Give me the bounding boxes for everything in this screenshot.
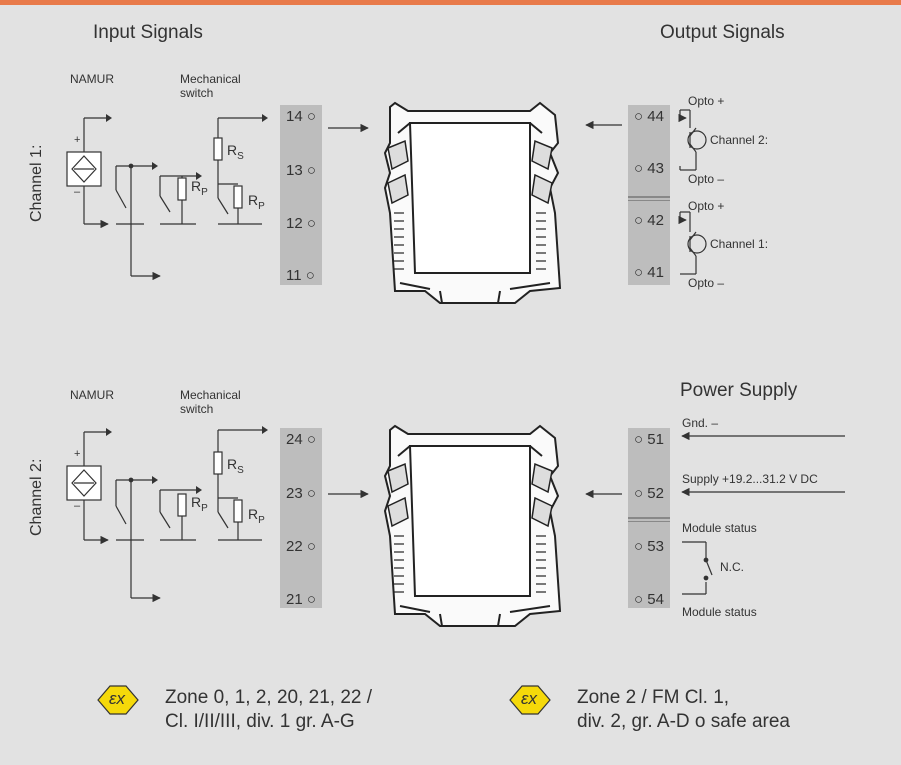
terminal-21: 21 ○ xyxy=(286,591,316,608)
module-status-bottom: Module status xyxy=(682,605,757,619)
terminal-11: 11 ○ xyxy=(286,267,315,284)
ex-badge-right xyxy=(509,685,551,715)
rp-label-2b: RP xyxy=(248,506,265,526)
namur-label-2: NAMUR xyxy=(70,388,114,402)
output-channel-1: Channel 1: xyxy=(710,237,769,251)
opto-minus-2: Opto – xyxy=(688,276,725,290)
terminal-52: ○ 52 xyxy=(634,485,664,502)
mechanical-label-2: Mechanical xyxy=(180,388,241,402)
terminal-strip-in1 xyxy=(280,105,322,285)
namur-label-1: NAMUR xyxy=(70,72,114,86)
output-channel-2: Channel 2: xyxy=(710,133,769,147)
module-status-top: Module status xyxy=(682,521,757,535)
output-signals-heading: Output Signals xyxy=(660,22,785,43)
module-1 xyxy=(384,102,561,304)
cert-right: Zone 2 / FM Cl. 1, div. 2, gr. A-D o saf… xyxy=(577,686,790,734)
opto-plus-1: Opto + xyxy=(688,94,725,108)
terminal-53: ○ 53 xyxy=(634,538,664,555)
minus-sign-1: – xyxy=(74,186,81,198)
power-supply-heading: Power Supply xyxy=(680,380,798,401)
terminal-44: ○ 44 xyxy=(634,108,664,125)
gnd-label: Gnd. – xyxy=(682,416,719,430)
cert-right-line2: div. 2, gr. A-D o safe area xyxy=(577,711,790,732)
terminal-54: ○ 54 xyxy=(634,591,664,608)
nc-label: N.C. xyxy=(720,560,744,574)
rs-label-1: RS xyxy=(227,142,244,162)
rp-label-1a: RP xyxy=(191,178,208,198)
cert-left-line1: Zone 0, 1, 2, 20, 21, 22 / xyxy=(165,687,373,708)
rp-label-1b: RP xyxy=(248,192,265,212)
terminal-14: 14 ○ xyxy=(286,108,316,125)
ex-icon-right: εx xyxy=(521,689,537,708)
terminal-strip-in2 xyxy=(280,428,322,608)
channel-2-label: Channel 2: xyxy=(28,458,45,536)
cert-left: Zone 0, 1, 2, 20, 21, 22 / Cl. I/II/III,… xyxy=(165,686,372,734)
terminal-24: 24 ○ xyxy=(286,431,316,448)
switch-label-1: switch xyxy=(180,86,214,100)
terminal-23: 23 ○ xyxy=(286,485,316,502)
terminal-51: ○ 51 xyxy=(634,431,664,448)
plus-sign-1: + xyxy=(74,134,81,146)
rs-label-2: RS xyxy=(227,456,244,476)
terminal-42: ○ 42 xyxy=(634,212,664,229)
minus-sign-2: – xyxy=(74,500,81,512)
ex-icon-left: εx xyxy=(109,689,125,708)
supply-label: Supply +19.2...31.2 V DC xyxy=(682,472,818,486)
accent-bar xyxy=(0,0,901,5)
mechanical-label-1: Mechanical xyxy=(180,72,241,86)
terminal-13: 13 ○ xyxy=(286,162,316,179)
channel-1-label: Channel 1: xyxy=(28,144,45,222)
terminal-22: 22 ○ xyxy=(286,538,316,555)
rp-label-2a: RP xyxy=(191,494,208,514)
terminal-strip-out1 xyxy=(628,105,670,285)
switch-label-2: switch xyxy=(180,402,214,416)
terminal-41: ○ 41 xyxy=(634,264,664,281)
module-2 xyxy=(384,425,561,627)
input-signals-heading: Input Signals xyxy=(93,22,203,43)
opto-plus-2: Opto + xyxy=(688,199,725,213)
ex-badge-left xyxy=(97,685,139,715)
opto-minus-1: Opto – xyxy=(688,172,725,186)
cert-left-line2: Cl. I/II/III, div. 1 gr. A-G xyxy=(165,711,355,732)
terminal-12: 12 ○ xyxy=(286,215,316,232)
terminal-43: ○ 43 xyxy=(634,160,664,177)
cert-right-line1: Zone 2 / FM Cl. 1, xyxy=(577,687,730,708)
plus-sign-2: + xyxy=(74,448,81,460)
